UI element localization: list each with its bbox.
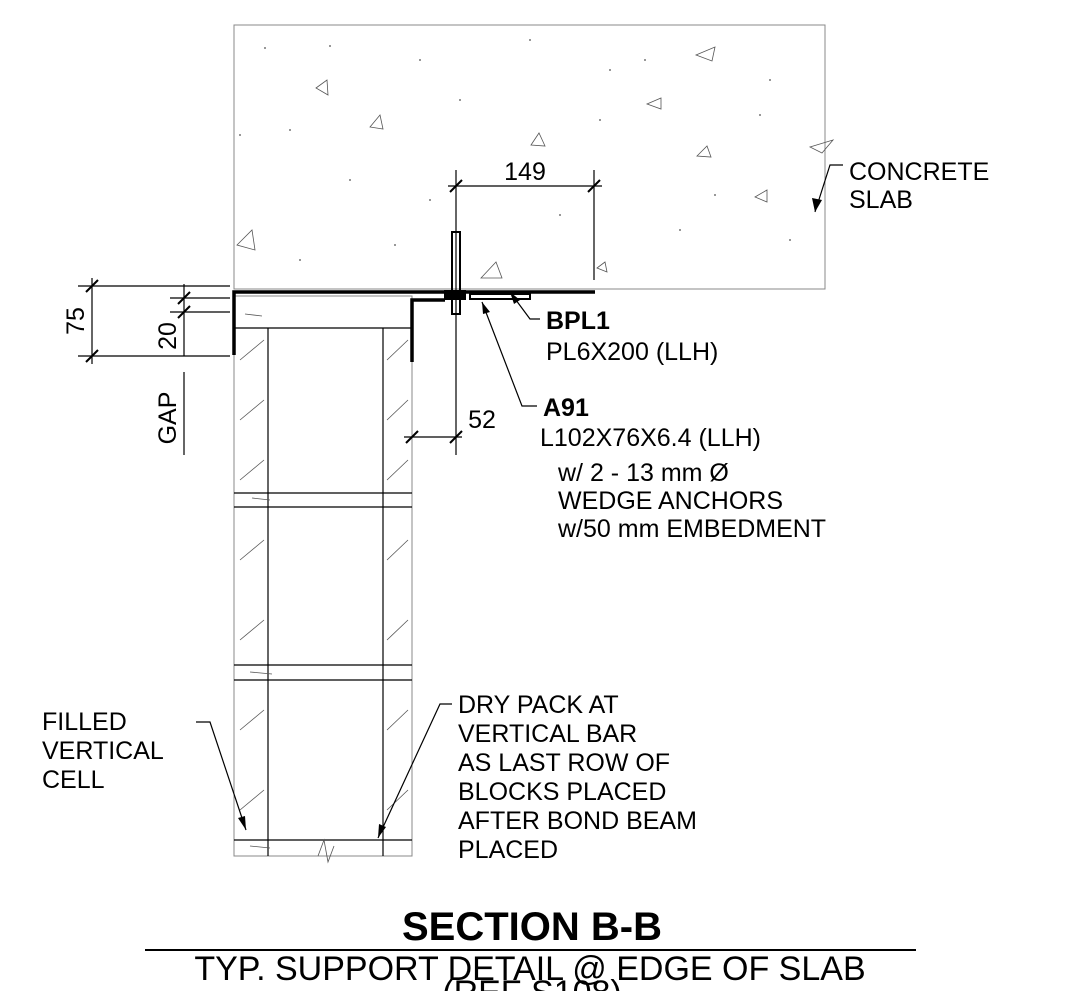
dimension-20: 20 [154, 284, 230, 356]
filled-cell-callout: FILLED VERTICAL CELL [42, 708, 247, 831]
concrete-slab-label-2: SLAB [849, 186, 913, 214]
dimension-75: 75 [62, 278, 230, 364]
anchor-note-1: w/ 2 - 13 mm Ø [557, 459, 729, 487]
dry-pack-label-2: VERTICAL BAR [458, 720, 637, 748]
concrete-slab-label-1: CONCRETE [849, 158, 989, 186]
concrete-slab-callout: CONCRETE SLAB [812, 158, 989, 214]
section-title: SECTION B-B [402, 905, 662, 949]
dry-pack-label-6: PLACED [458, 836, 558, 864]
dim-52-text: 52 [468, 406, 496, 434]
anchor-note-2: WEDGE ANCHORS [558, 487, 783, 515]
anchor-note-3: w/50 mm EMBEDMENT [557, 515, 826, 543]
a91-spec: L102X76X6.4 (LLH) [540, 424, 761, 452]
concrete-slab [233, 24, 835, 290]
filled-cell-label-1: FILLED [42, 708, 127, 736]
gap-text: GAP [154, 392, 182, 445]
bpl1-spec: PL6X200 (LLH) [546, 338, 718, 366]
dimension-149: 149 [448, 158, 602, 280]
title-block: SECTION B-B TYP. SUPPORT DETAIL @ EDGE O… [145, 905, 916, 991]
a91-callout: A91 L102X76X6.4 (LLH) w/ 2 - 13 mm Ø WED… [481, 301, 826, 543]
filled-cell-label-3: CELL [42, 766, 105, 794]
masonry-wall [233, 295, 413, 864]
dim-149-text: 149 [504, 158, 546, 186]
dry-pack-callout: DRY PACK AT VERTICAL BAR AS LAST ROW OF … [377, 691, 697, 864]
bpl1-tag: BPL1 [546, 307, 610, 335]
dimension-52: 52 [404, 406, 496, 444]
a91-tag: A91 [543, 394, 589, 422]
filled-cell-label-2: VERTICAL [42, 737, 164, 765]
steel-connection [232, 231, 595, 455]
dry-pack-label-1: DRY PACK AT [458, 691, 619, 719]
bpl1-callout: BPL1 PL6X200 (LLH) [509, 291, 718, 366]
dim-75-text: 75 [62, 307, 90, 335]
section-subtitle: TYP. SUPPORT DETAIL @ EDGE OF SLAB [194, 950, 865, 988]
dry-pack-label-5: AFTER BOND BEAM [458, 807, 697, 835]
dry-pack-label-3: AS LAST ROW OF [458, 749, 670, 777]
dim-20-text: 20 [154, 322, 182, 350]
dry-pack-label-4: BLOCKS PLACED [458, 778, 666, 806]
dimension-gap: GAP [154, 372, 185, 455]
section-reference: (REF S108) [442, 974, 622, 991]
